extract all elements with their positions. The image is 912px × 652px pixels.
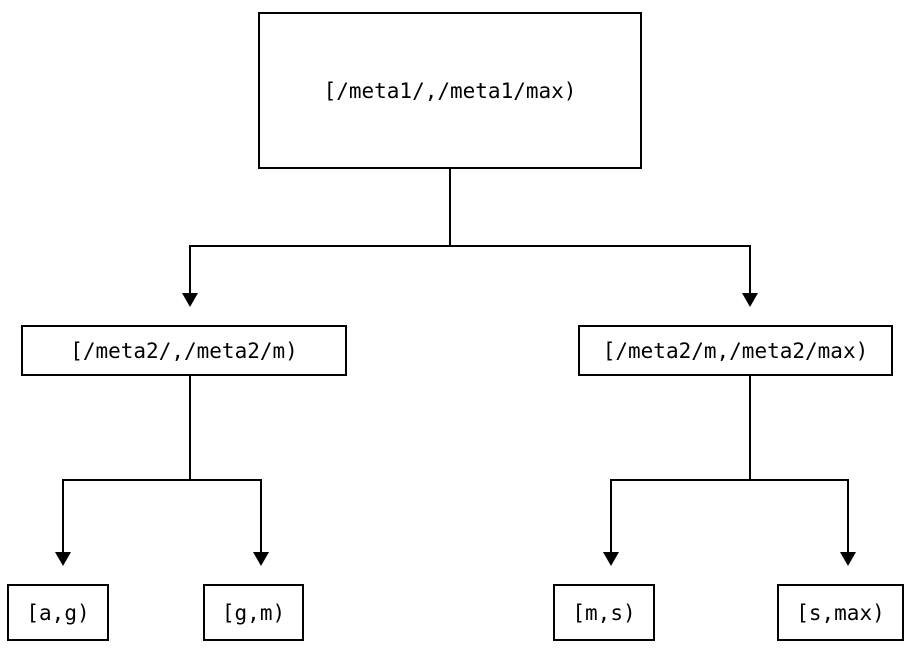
edge-root-stem bbox=[449, 169, 451, 247]
node-leaf-s-max[interactable]: [s,max) bbox=[777, 584, 904, 641]
edge-root-to-mid-left bbox=[189, 245, 191, 295]
edge-mid-right-bar bbox=[610, 479, 849, 481]
edge-mid-left-bar bbox=[62, 479, 262, 481]
edge-mid-right-to-leaf-m-s bbox=[610, 479, 612, 554]
arrowhead-mid-right-to-leaf-m-s bbox=[603, 552, 619, 566]
edge-mid-left-to-leaf-g-m bbox=[260, 479, 262, 554]
arrowhead-mid-left-to-leaf-a-g bbox=[55, 552, 71, 566]
node-mid-left[interactable]: [/meta2/,/meta2/m) bbox=[21, 325, 347, 376]
arrowhead-root-to-mid-left bbox=[182, 293, 198, 307]
node-leaf-m-s[interactable]: [m,s) bbox=[553, 584, 655, 641]
edge-root-to-mid-right bbox=[749, 245, 751, 295]
arrowhead-root-to-mid-right bbox=[742, 293, 758, 307]
arrowhead-mid-right-to-leaf-s-max bbox=[840, 552, 856, 566]
edge-mid-right-to-leaf-s-max bbox=[847, 479, 849, 554]
arrowhead-mid-left-to-leaf-g-m bbox=[253, 552, 269, 566]
node-leaf-a-g[interactable]: [a,g) bbox=[7, 584, 109, 641]
node-root[interactable]: [/meta1/,/meta1/max) bbox=[258, 12, 642, 169]
edge-mid-left-to-leaf-a-g bbox=[62, 479, 64, 554]
edge-root-bar bbox=[189, 245, 751, 247]
node-mid-right[interactable]: [/meta2/m,/meta2/max) bbox=[578, 325, 893, 376]
node-leaf-g-m[interactable]: [g,m) bbox=[203, 584, 304, 641]
edge-mid-left-stem bbox=[189, 376, 191, 481]
edge-mid-right-stem bbox=[749, 376, 751, 481]
